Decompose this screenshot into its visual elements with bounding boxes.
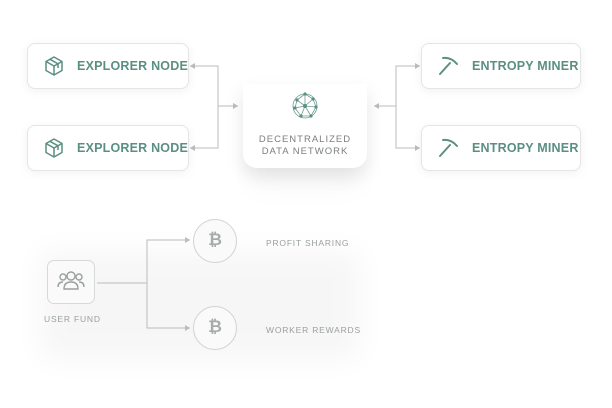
cube-icon	[40, 134, 67, 162]
user-fund-label: USER FUND	[44, 314, 101, 324]
svg-text:₿: ₿	[208, 317, 222, 337]
explorer-node-label: EXPLORER NODE	[77, 59, 188, 73]
bitcoin-icon: ₿	[204, 228, 226, 255]
entropy-miner-label: ENTROPY MINER	[472, 141, 579, 155]
explorer-node-1[interactable]: EXPLORER NODE	[27, 43, 189, 89]
user-fund-box[interactable]	[47, 260, 95, 304]
users-icon	[56, 268, 86, 297]
network-title-line1: DECENTRALIZED	[258, 134, 352, 145]
profit-sharing-coin[interactable]: ₿	[193, 219, 237, 263]
profit-sharing-label: PROFIT SHARING	[266, 238, 350, 248]
entropy-miner-1[interactable]: ENTROPY MINER	[421, 43, 581, 89]
bitcoin-icon: ₿	[204, 315, 226, 342]
svg-text:₿: ₿	[208, 230, 222, 250]
worker-rewards-coin[interactable]: ₿	[193, 306, 237, 350]
worker-rewards-label: WORKER REWARDS	[266, 325, 361, 335]
pickaxe-icon	[434, 52, 462, 80]
cube-icon	[40, 52, 67, 80]
entropy-miner-label: ENTROPY MINER	[472, 59, 579, 73]
network-globe-icon	[289, 90, 321, 127]
explorer-node-2[interactable]: EXPLORER NODE	[27, 125, 189, 171]
decentralized-network-card[interactable]: DECENTRALIZED DATA NETWORK	[243, 84, 367, 168]
network-title-line2: DATA NETWORK	[261, 146, 349, 157]
pickaxe-icon	[434, 134, 462, 162]
explorer-node-label: EXPLORER NODE	[77, 141, 188, 155]
entropy-miner-2[interactable]: ENTROPY MINER	[421, 125, 581, 171]
